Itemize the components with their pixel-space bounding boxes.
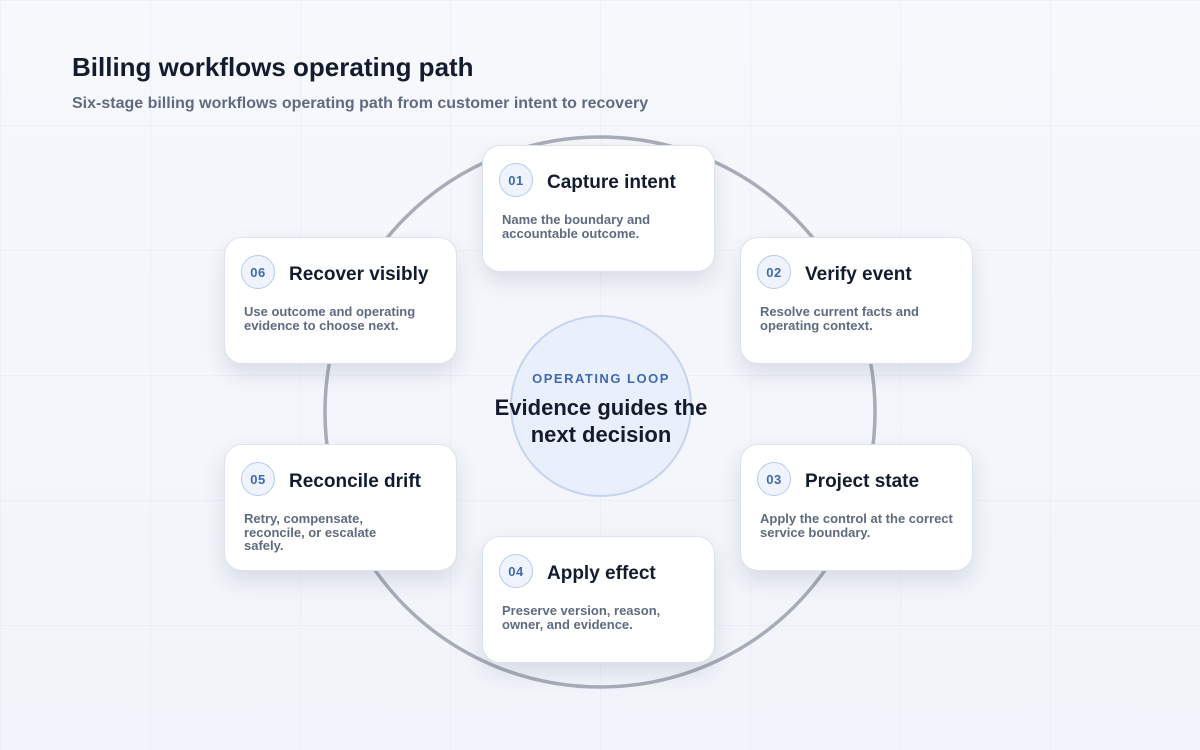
stage-description: Apply the control at the correct service… xyxy=(760,511,953,540)
stage-title: Reconcile drift xyxy=(289,471,421,492)
stage-description: Use outcome and operating evidence to ch… xyxy=(244,304,416,333)
stage-title: Project state xyxy=(805,471,920,492)
stage-description: Name the boundary and accountable outcom… xyxy=(502,212,651,241)
center-text: Evidence guides the next decision xyxy=(494,394,708,447)
stage-title: Verify event xyxy=(805,264,912,285)
stage-number-badge: 01 xyxy=(499,163,533,197)
stage-number-badge: 02 xyxy=(757,255,791,289)
stage-title: Recover visibly xyxy=(289,264,429,285)
stage-number-badge: 06 xyxy=(241,255,275,289)
stage-title: Capture intent xyxy=(547,172,676,193)
stage-number-badge: 03 xyxy=(757,462,791,496)
page-subtitle: Six-stage billing workflows operating pa… xyxy=(72,95,649,112)
stage-description: Resolve current facts and operating cont… xyxy=(760,304,919,333)
stage-card-apply-effect: 04 Apply effect Preserve version, reason… xyxy=(482,536,715,663)
stage-card-verify-event: 02 Verify event Resolve current facts an… xyxy=(740,237,973,364)
stage-number-badge: 05 xyxy=(241,462,275,496)
stage-card-capture-intent: 01 Capture intent Name the boundary and … xyxy=(482,145,715,272)
stage-description: Preserve version, reason, owner, and evi… xyxy=(502,603,661,632)
stage-title: Apply effect xyxy=(547,563,656,584)
stage-card-reconcile-drift: 05 Reconcile drift Retry, compensate, re… xyxy=(224,444,457,571)
center-hub: OPERATING LOOP Evidence guides the next … xyxy=(495,315,707,497)
center-kicker: OPERATING LOOP xyxy=(532,370,670,386)
stage-card-recover-visibly: 06 Recover visibly Use outcome and opera… xyxy=(224,237,457,364)
stage-card-project-state: 03 Project state Apply the control at th… xyxy=(740,444,973,571)
stage-description: Retry, compensate, reconcile, or escalat… xyxy=(244,511,377,553)
page-title: Billing workflows operating path xyxy=(72,52,474,82)
stage-number-badge: 04 xyxy=(499,554,533,588)
